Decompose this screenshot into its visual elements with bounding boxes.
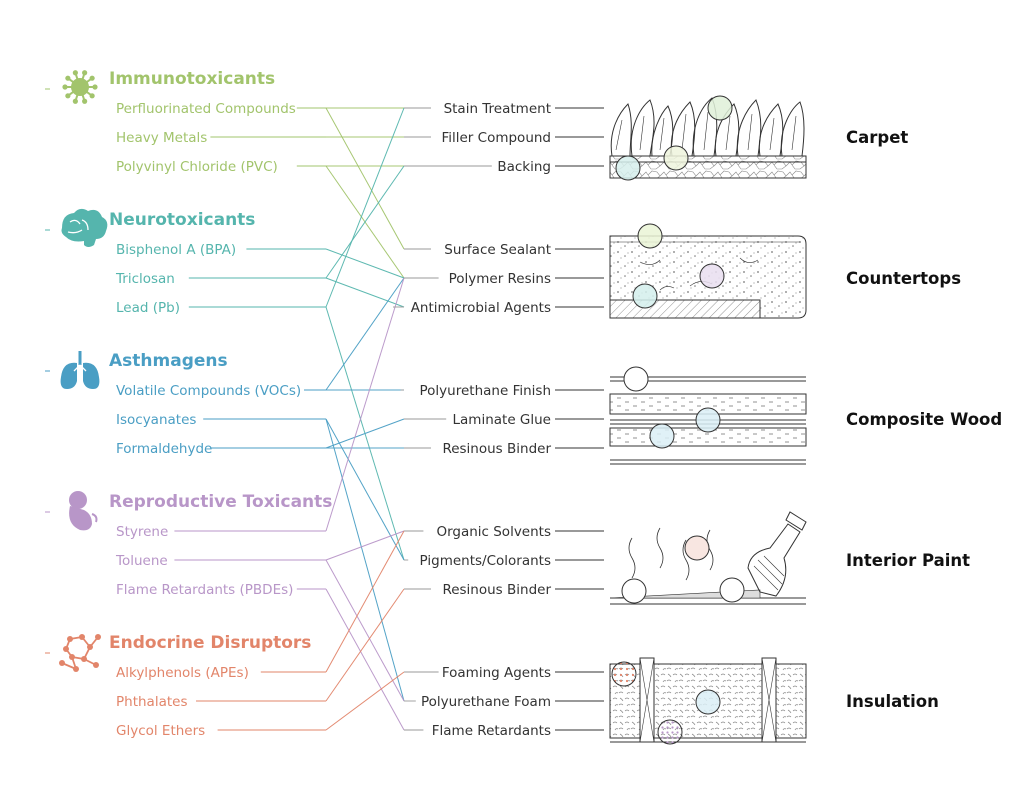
link-line — [325, 671, 405, 731]
component-label: Filler Compound — [441, 130, 551, 146]
chemical-label: Flame Retardants (PBDEs) — [116, 582, 293, 598]
chemical-label: Styrene — [116, 524, 168, 540]
chemical-label: Glycol Ethers — [116, 723, 205, 739]
component-label: Stain Treatment — [444, 101, 551, 117]
link-line — [325, 418, 405, 702]
chemical-label: Lead (Pb) — [116, 300, 180, 316]
link-line — [325, 559, 405, 702]
component-label: Organic Solvents — [436, 524, 551, 540]
connection-lines — [325, 107, 405, 731]
brain-icon — [61, 208, 108, 247]
link-line — [325, 277, 405, 308]
component-label: Foaming Agents — [442, 665, 551, 681]
molecule-icon — [59, 634, 101, 672]
material-label-composite-wood: Composite Wood — [846, 410, 1002, 429]
link-line — [325, 530, 405, 673]
link-line — [325, 248, 405, 279]
chemical-label: Bisphenol A (BPA) — [116, 242, 236, 258]
chemical-label: Heavy Metals — [116, 130, 207, 146]
chemical-label: Triclosan — [115, 271, 175, 287]
category-group-repro: Reproductive ToxicantsStyreneTolueneFlam… — [45, 491, 332, 598]
link-line — [325, 418, 405, 561]
chemical-label: Formaldehyde — [116, 441, 212, 457]
category-title: Reproductive Toxicants — [109, 492, 332, 512]
chemical-label: Phthalates — [116, 694, 187, 710]
chemical-label: Toluene — [115, 553, 168, 569]
chemical-label: Polyvinyl Chloride (PVC) — [116, 159, 278, 175]
material-label-countertops: Countertops — [846, 269, 961, 288]
category-title: Endocrine Disruptors — [109, 633, 311, 653]
component-label: Resinous Binder — [442, 441, 551, 457]
link-line — [325, 165, 405, 279]
link-line — [325, 107, 405, 250]
chemical-label: Alkylphenols (APEs) — [116, 665, 249, 681]
fetus-icon — [69, 491, 98, 531]
component-label: Pigments/Colorants — [420, 553, 551, 569]
chemical-label: Perfluorinated Compounds — [116, 101, 296, 117]
component-label: Polyurethane Foam — [421, 694, 551, 710]
category-title: Immunotoxicants — [109, 69, 275, 89]
chemical-label: Volatile Compounds (VOCs) — [116, 383, 301, 399]
category-title: Asthmagens — [109, 351, 228, 371]
material-illustrations — [609, 95, 807, 745]
material-label-carpet: Carpet — [846, 128, 908, 147]
link-line — [325, 277, 405, 391]
link-line — [325, 107, 405, 308]
material-label-interior-paint: Interior Paint — [846, 551, 970, 570]
carpet-illustration — [609, 97, 807, 179]
component-label: Polymer Resins — [449, 271, 551, 287]
material-group-interior-paint: Organic SolventsPigments/ColorantsResino… — [404, 524, 604, 598]
lungs-icon — [60, 351, 100, 389]
category-title: Neurotoxicants — [109, 210, 255, 230]
component-label: Flame Retardants — [432, 723, 551, 739]
link-line — [325, 530, 405, 561]
component-label: Antimicrobial Agents — [411, 300, 551, 316]
virus-icon — [62, 70, 98, 104]
link-line — [325, 277, 405, 532]
component-label: Laminate Glue — [453, 412, 552, 428]
link-line — [325, 588, 405, 731]
magnifier-circles — [611, 95, 745, 745]
component-label: Polyurethane Finish — [420, 383, 551, 399]
link-line — [325, 418, 405, 449]
link-line — [325, 588, 405, 702]
chemical-label: Isocyanates — [116, 412, 196, 428]
component-label: Resinous Binder — [442, 582, 551, 598]
component-label: Surface Sealant — [444, 242, 551, 258]
component-label: Backing — [497, 159, 551, 175]
material-label-insulation: Insulation — [846, 692, 939, 711]
